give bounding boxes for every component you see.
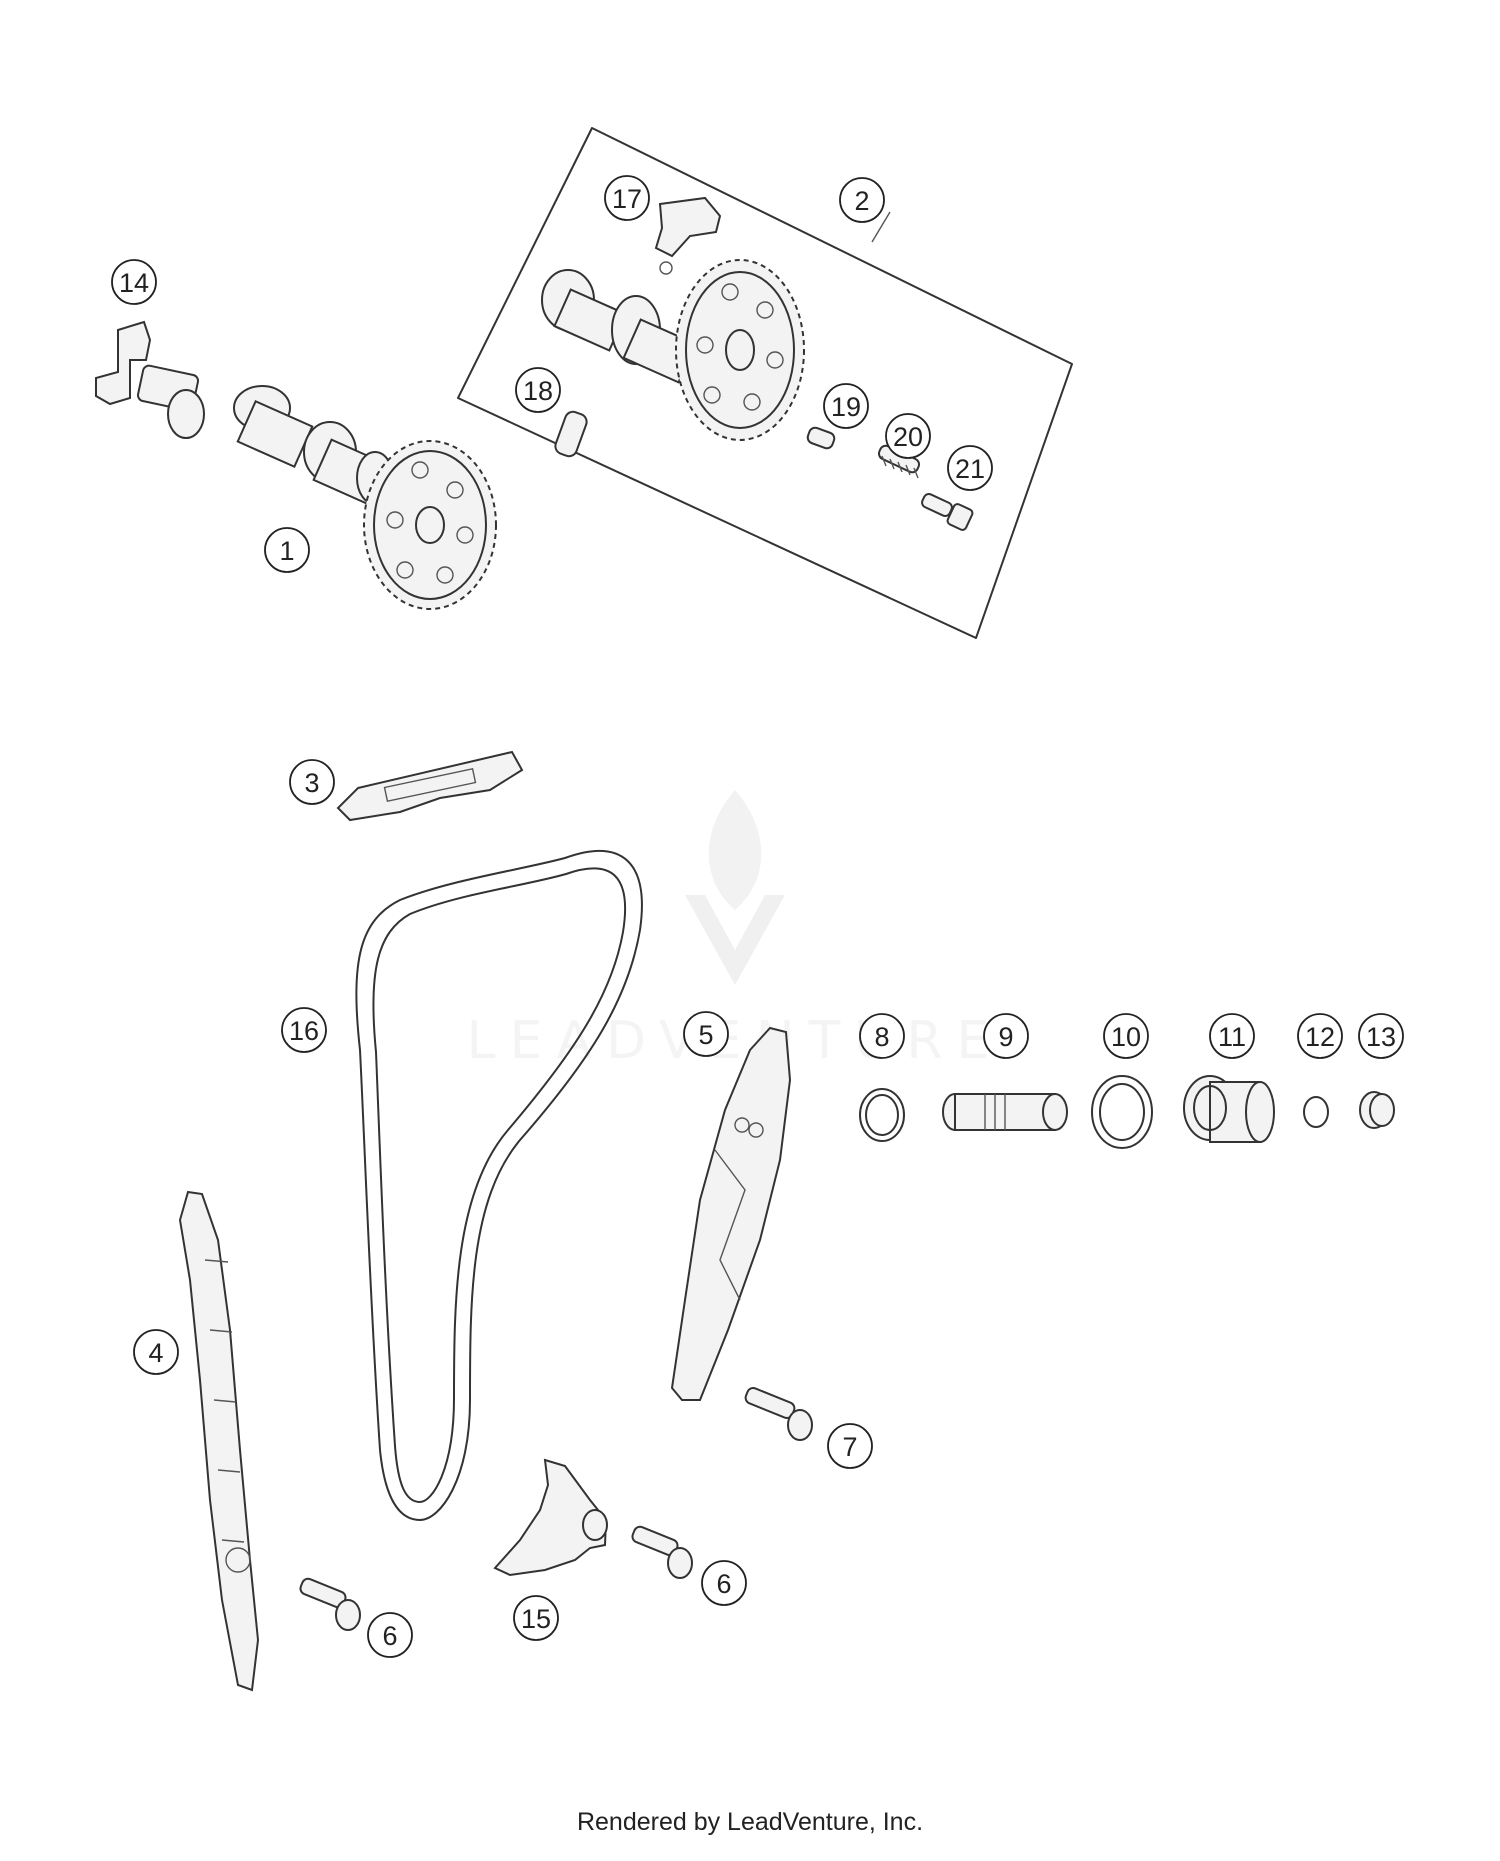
- svg-text:19: 19: [831, 392, 861, 422]
- leadventure-watermark: LEADVENTURE: [467, 790, 1004, 1071]
- part-19-pin: [806, 426, 836, 450]
- callout-13: 13: [1358, 1013, 1404, 1059]
- part-11-tensioner-housing: [1183, 1075, 1275, 1143]
- svg-text:1: 1: [279, 536, 294, 566]
- callout-17: 17: [604, 175, 650, 221]
- svg-text:9: 9: [998, 1022, 1013, 1052]
- part-16-timing-chain: [355, 849, 643, 1521]
- svg-text:6: 6: [716, 1569, 731, 1599]
- svg-text:20: 20: [893, 422, 923, 452]
- svg-text:10: 10: [1111, 1022, 1141, 1052]
- svg-text:17: 17: [612, 184, 642, 214]
- part-2-camshaft: [541, 259, 805, 441]
- callout-18: 18: [515, 367, 561, 413]
- part-17-lever: [654, 196, 722, 275]
- callout-6a: 6: [367, 1612, 413, 1658]
- part-5-tensioner-rail: [670, 1026, 792, 1401]
- part-8-o-ring: [859, 1088, 905, 1142]
- part-14-decompressor: [95, 320, 205, 439]
- callout-8: 8: [859, 1013, 905, 1059]
- callout-1: 1: [264, 527, 310, 573]
- part-9-plunger: [942, 1093, 1068, 1131]
- part-15-guide: [493, 1458, 608, 1577]
- callout-21: 21: [947, 445, 993, 491]
- part-3-guide-rail: [336, 750, 524, 822]
- callout-15: 15: [513, 1595, 559, 1641]
- part-12-washer: [1303, 1096, 1329, 1128]
- callout-16: 16: [281, 1007, 327, 1053]
- watermark-text: LEADVENTURE: [467, 1011, 1004, 1071]
- callout-7: 7: [827, 1423, 873, 1469]
- svg-text:8: 8: [874, 1022, 889, 1052]
- callout-12: 12: [1297, 1013, 1343, 1059]
- part-7-bolt: [744, 1387, 813, 1441]
- part-6-bolt-b: [631, 1525, 693, 1579]
- svg-text:18: 18: [523, 376, 553, 406]
- callout-5: 5: [683, 1011, 729, 1057]
- footer-credit: Rendered by LeadVenture, Inc.: [576, 1808, 924, 1836]
- part-21-bolt: [921, 492, 974, 531]
- callout-10: 10: [1103, 1013, 1149, 1059]
- svg-text:6: 6: [382, 1621, 397, 1651]
- kit-box-part-2: [457, 127, 1073, 639]
- svg-text:21: 21: [955, 454, 985, 484]
- callout-14: 14: [111, 259, 157, 305]
- svg-text:14: 14: [119, 268, 149, 298]
- svg-text:2: 2: [854, 186, 869, 216]
- svg-text:13: 13: [1366, 1022, 1396, 1052]
- svg-text:11: 11: [1218, 1022, 1246, 1052]
- svg-text:15: 15: [521, 1604, 551, 1634]
- callout-19: 19: [823, 383, 869, 429]
- svg-text:12: 12: [1305, 1022, 1335, 1052]
- callout-9: 9: [983, 1013, 1029, 1059]
- part-6-bolt-a: [299, 1577, 361, 1631]
- callout-3: 3: [289, 759, 335, 805]
- svg-text:16: 16: [289, 1016, 319, 1046]
- svg-text:4: 4: [148, 1338, 163, 1368]
- callout-11: 11: [1209, 1013, 1255, 1059]
- svg-text:3: 3: [304, 768, 319, 798]
- callout-2: 2: [839, 177, 885, 223]
- kit-box-leader: [871, 211, 891, 243]
- svg-text:7: 7: [842, 1432, 857, 1462]
- part-18-pin: [554, 410, 588, 458]
- part-1-camshaft: [233, 385, 497, 610]
- part-4-guide-rail: [178, 1190, 260, 1692]
- svg-text:5: 5: [698, 1020, 713, 1050]
- callout-6b: 6: [701, 1560, 747, 1606]
- callout-4: 4: [133, 1329, 179, 1375]
- part-13-plug: [1359, 1091, 1395, 1129]
- part-10-seal-ring: [1091, 1075, 1153, 1149]
- callout-20: 20: [885, 413, 931, 459]
